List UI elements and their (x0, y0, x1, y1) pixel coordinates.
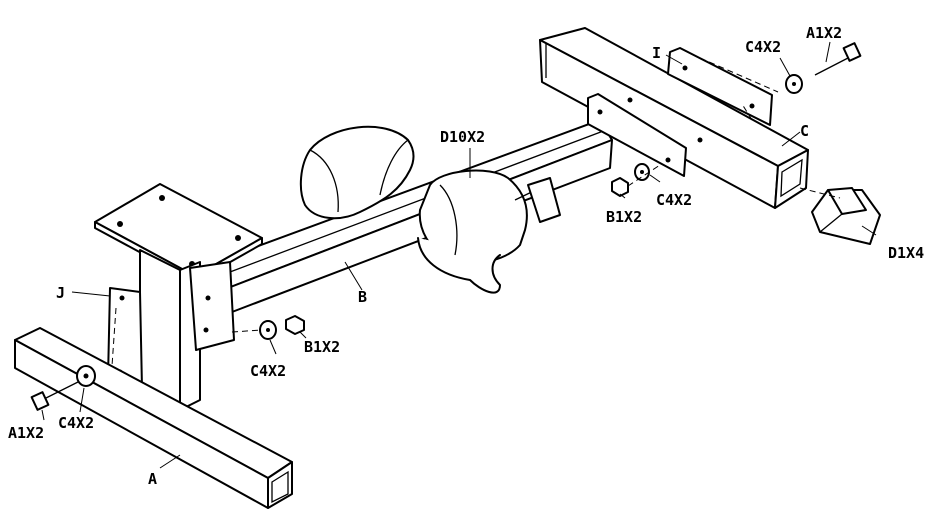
rear-crossbar-c (539, 27, 809, 209)
nut-b1-mid (285, 315, 305, 335)
upright-post (139, 249, 235, 411)
label-c4x2-mid: C4X2 (250, 362, 286, 380)
washer-c4-mid (259, 320, 277, 340)
end-cap-d1 (811, 187, 881, 245)
label-a1x2-top: A1X2 (806, 24, 842, 42)
rear-foam-roller (299, 125, 415, 220)
label-i: I (652, 44, 661, 62)
label-c4x2-left: C4X2 (58, 414, 94, 432)
washer-c4-top (785, 74, 803, 94)
washer-c4-left (76, 365, 96, 387)
label-d1x4: D1X4 (888, 244, 924, 262)
label-c: C (800, 122, 809, 140)
label-d10x2: D10X2 (440, 128, 485, 146)
label-j: J (56, 284, 65, 302)
label-c4x2-top: C4X2 (745, 38, 781, 56)
label-b1x2-right: B1X2 (606, 208, 642, 226)
label-b1x2-mid: B1X2 (304, 338, 340, 356)
rear-bracket-plate (587, 93, 703, 177)
bolt-a1-top (814, 42, 862, 76)
front-foam-roller (417, 169, 561, 294)
leader-lines (41, 41, 877, 469)
nut-b1-right (611, 177, 629, 197)
label-a: A (148, 470, 157, 488)
label-a1x2-left: A1X2 (8, 424, 44, 442)
bolt-a1-left (30, 381, 79, 411)
label-b: B (358, 288, 367, 306)
plate-i (667, 47, 773, 126)
washer-c4-right (634, 163, 650, 181)
label-c4x2-right: C4X2 (656, 191, 692, 209)
